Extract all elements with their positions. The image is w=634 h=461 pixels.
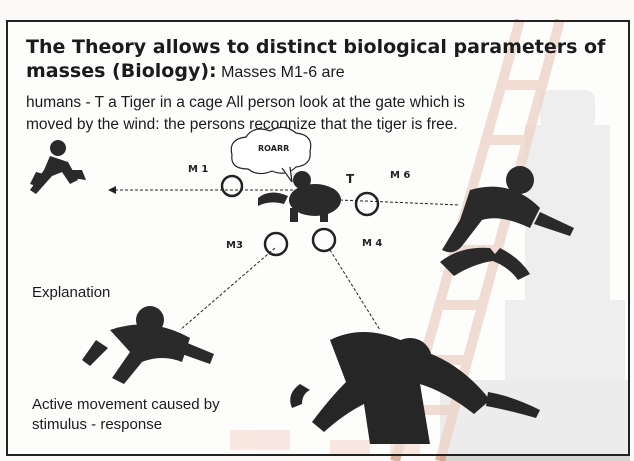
tiger-figure bbox=[258, 171, 341, 222]
ring-m4 bbox=[311, 227, 337, 253]
label-m1: M 1 bbox=[188, 164, 209, 175]
caption-line-1: Active movement caused by bbox=[32, 396, 220, 413]
label-m4: M 4 bbox=[362, 238, 383, 249]
line-m6 bbox=[339, 199, 461, 206]
mass-rings bbox=[220, 174, 380, 257]
label-m6: M 6 bbox=[390, 170, 411, 181]
diagram-frame bbox=[6, 20, 630, 456]
caption-line-2: stimulus - response bbox=[32, 416, 163, 433]
roar-bubble-tail bbox=[281, 166, 293, 183]
subtitle-line-1: humans - T a Tiger in a cage All person … bbox=[26, 94, 465, 111]
roar-bubble bbox=[230, 126, 312, 175]
title-normal: Masses M1-6 are bbox=[216, 64, 345, 81]
figure-m4 bbox=[290, 332, 540, 444]
title-bold: The Theory allows to distinct biological… bbox=[26, 36, 606, 82]
line-m4 bbox=[329, 249, 381, 331]
subtitle-line-2: moved by the wind: the persons recognize… bbox=[26, 116, 458, 133]
explanation-label: Explanation bbox=[32, 284, 111, 301]
ring-m3 bbox=[263, 231, 289, 257]
label-tiger: T bbox=[346, 172, 355, 186]
line-m3 bbox=[179, 247, 276, 331]
diagram-title: The Theory allows to distinct biological… bbox=[26, 36, 616, 84]
runner-m6 bbox=[440, 166, 574, 280]
running-man-left bbox=[30, 140, 86, 194]
figure-m3 bbox=[82, 306, 214, 384]
ring-m6 bbox=[354, 191, 380, 217]
label-roar: ROARR bbox=[258, 144, 290, 153]
connector-lines bbox=[110, 189, 461, 331]
label-m3: M3 bbox=[226, 240, 243, 251]
ring-m1 bbox=[220, 174, 244, 198]
arrow-head-m1 bbox=[108, 186, 116, 194]
